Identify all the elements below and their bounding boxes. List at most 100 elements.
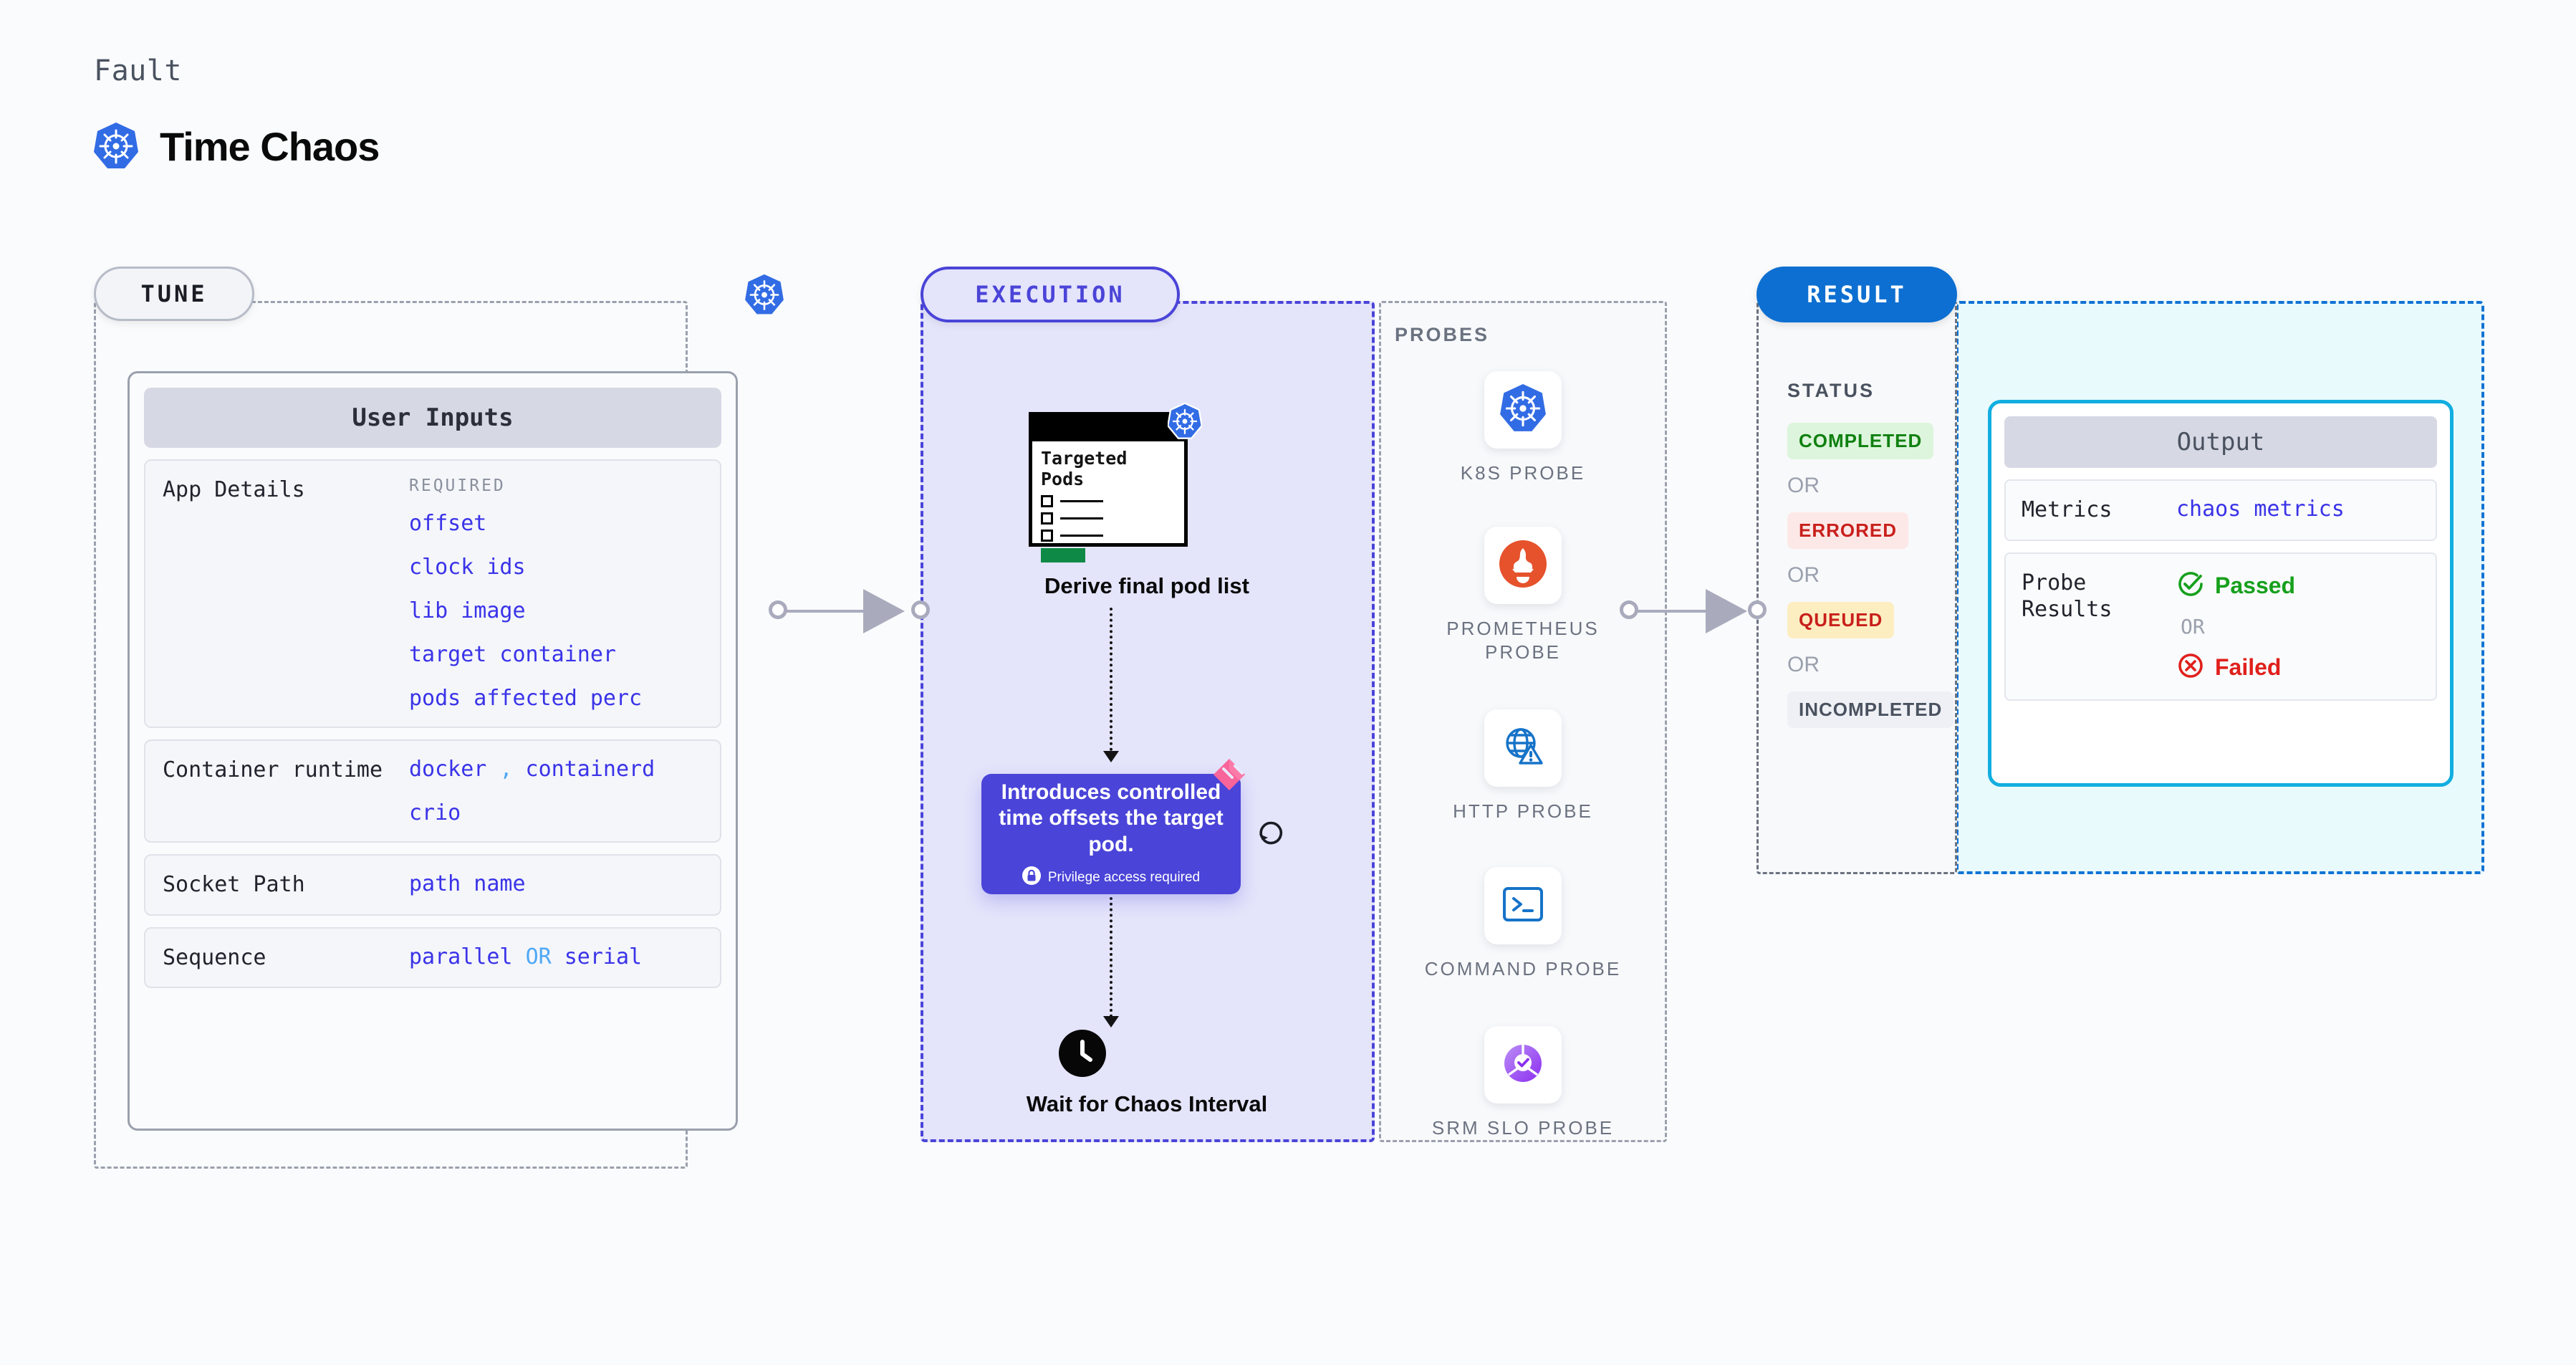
flow-connector [1110,897,1112,1017]
input-value: lib image [409,598,526,623]
input-value: offset [409,511,487,536]
probe-label: HTTP PROBE [1453,800,1593,822]
checkbox-icon [1041,529,1053,542]
terminal-icon [1501,884,1545,928]
progress-bar [1041,547,1085,562]
probe-tile [1484,709,1562,787]
output-card: Output Metrics chaos metrics Probe Resul… [1988,400,2454,787]
refresh-loop-icon[interactable] [1255,817,1287,852]
arrow-icon [1103,1016,1119,1028]
wait-chaos-interval-label: Wait for Chaos Interval [1026,1091,1268,1116]
probe-item-http[interactable]: HTTP PROBE [1416,709,1630,823]
status-title: STATUS [1787,380,1875,401]
status-list: COMPLETED OR ERRORED OR QUEUED OR INCOMP… [1787,423,1954,728]
or-label: OR [1787,474,1820,497]
probe-tile [1484,867,1562,944]
user-inputs-card: User Inputs App Details REQUIRED offset … [128,371,738,1131]
status-badge-errored: ERRORED [1787,512,1909,549]
kubernetes-icon [94,122,138,171]
input-value: pods affected perc [409,686,643,711]
execution-tag[interactable]: EXECUTION [921,267,1180,322]
result-status-panel [1756,301,1957,874]
row-label: Container runtime [163,757,383,782]
privilege-badge: Privilege access required [1022,866,1200,889]
connector-node [911,600,930,619]
tune-tag[interactable]: TUNE [94,267,254,321]
ribbon-icon [1211,757,1252,798]
lock-icon [1022,866,1041,889]
http-globe-warning-icon [1499,723,1547,774]
output-row-probe-results[interactable]: Probe Results Passed OR [2004,552,2437,701]
row-label: App Details [163,477,305,502]
connector-node [1620,600,1638,619]
probe-item-k8s[interactable]: K8S PROBE [1416,371,1630,485]
row-label: Socket Path [163,872,305,897]
page-header: Time Chaos [94,122,380,171]
page-subtitle: Fault [94,54,182,87]
pod-checkbox-row [1041,512,1176,525]
required-label: REQUIRED [409,476,506,495]
connector-arrow-execution-to-result [1635,589,1747,633]
placeholder-line [1060,499,1103,502]
output-row-metrics[interactable]: Metrics chaos metrics [2004,479,2437,541]
probe-result-passed: Passed [2176,570,2295,602]
connector-node [769,600,787,619]
privilege-text: Privilege access required [1047,869,1201,885]
connector-arrow-tune-to-execution [784,589,905,633]
kubernetes-icon [1167,402,1203,444]
probe-label: K8S PROBE [1460,462,1586,484]
or-label: OR [2181,614,2205,638]
probes-title: PROBES [1395,324,1490,345]
status-badge-queued: QUEUED [1787,602,1895,638]
kubernetes-icon [745,274,784,320]
input-row-container-runtime[interactable]: Container runtime docker , containerd cr… [144,739,721,843]
input-value: docker , containerd [409,757,655,782]
checkbox-icon [1041,512,1053,525]
or-label: OR [1787,563,1820,587]
input-row-app-details[interactable]: App Details REQUIRED offset clock ids li… [144,459,721,728]
passed-label: Passed [2215,572,2296,598]
probe-label: SRM SLO PROBE [1431,1117,1615,1139]
x-circle-icon [2176,651,2205,684]
fault-description-text: Introduces controlled time offsets the t… [999,780,1224,856]
prometheus-icon [1499,540,1547,591]
row-label: Sequence [163,944,266,970]
targeted-pods-title: Targeted Pods [1041,448,1128,489]
pod-checkbox-row [1041,494,1176,507]
row-label: Probe Results [2022,570,2113,623]
probe-item-command[interactable]: COMMAND PROBE [1416,867,1630,981]
user-inputs-title: User Inputs [144,388,721,448]
or-label: OR [1787,653,1820,676]
probe-tile [1484,371,1562,449]
probe-item-prometheus[interactable]: PROMETHEUS PROBE [1416,527,1630,664]
clock-icon [1059,1030,1106,1081]
fault-description-box: Introduces controlled time offsets the t… [981,774,1241,894]
metrics-value: chaos metrics [2176,497,2345,522]
input-value: crio [409,800,461,825]
probe-result-failed: Failed [2176,651,2295,684]
input-row-sequence[interactable]: Sequence parallel OR serial [144,926,721,988]
checkbox-icon [1041,494,1053,507]
probe-label: COMMAND PROBE [1424,958,1622,980]
probe-item-srm-slo[interactable]: SRM SLO PROBE [1416,1026,1630,1140]
probe-label: PROMETHEUS PROBE [1446,618,1600,663]
placeholder-line [1060,517,1103,519]
probe-tile [1484,527,1562,604]
result-tag[interactable]: RESULT [1756,267,1957,322]
flow-connector [1110,608,1112,751]
derive-pod-list-label: Derive final pod list [1044,573,1249,598]
connector-node [1748,600,1767,619]
kubernetes-icon [1500,383,1546,437]
input-value: clock ids [409,555,526,580]
pod-checkbox-row [1041,529,1176,542]
srm-slo-check-icon [1500,1040,1546,1090]
input-row-socket-path[interactable]: Socket Path path name [144,854,721,916]
status-badge-incompleted: INCOMPLETED [1787,691,1954,728]
check-circle-icon [2176,570,2205,602]
input-value: path name [409,871,526,896]
status-badge-completed: COMPLETED [1787,423,1934,459]
input-value: parallel OR serial [409,944,643,969]
card-titlebar [1032,416,1184,441]
input-value: target container [409,642,616,667]
